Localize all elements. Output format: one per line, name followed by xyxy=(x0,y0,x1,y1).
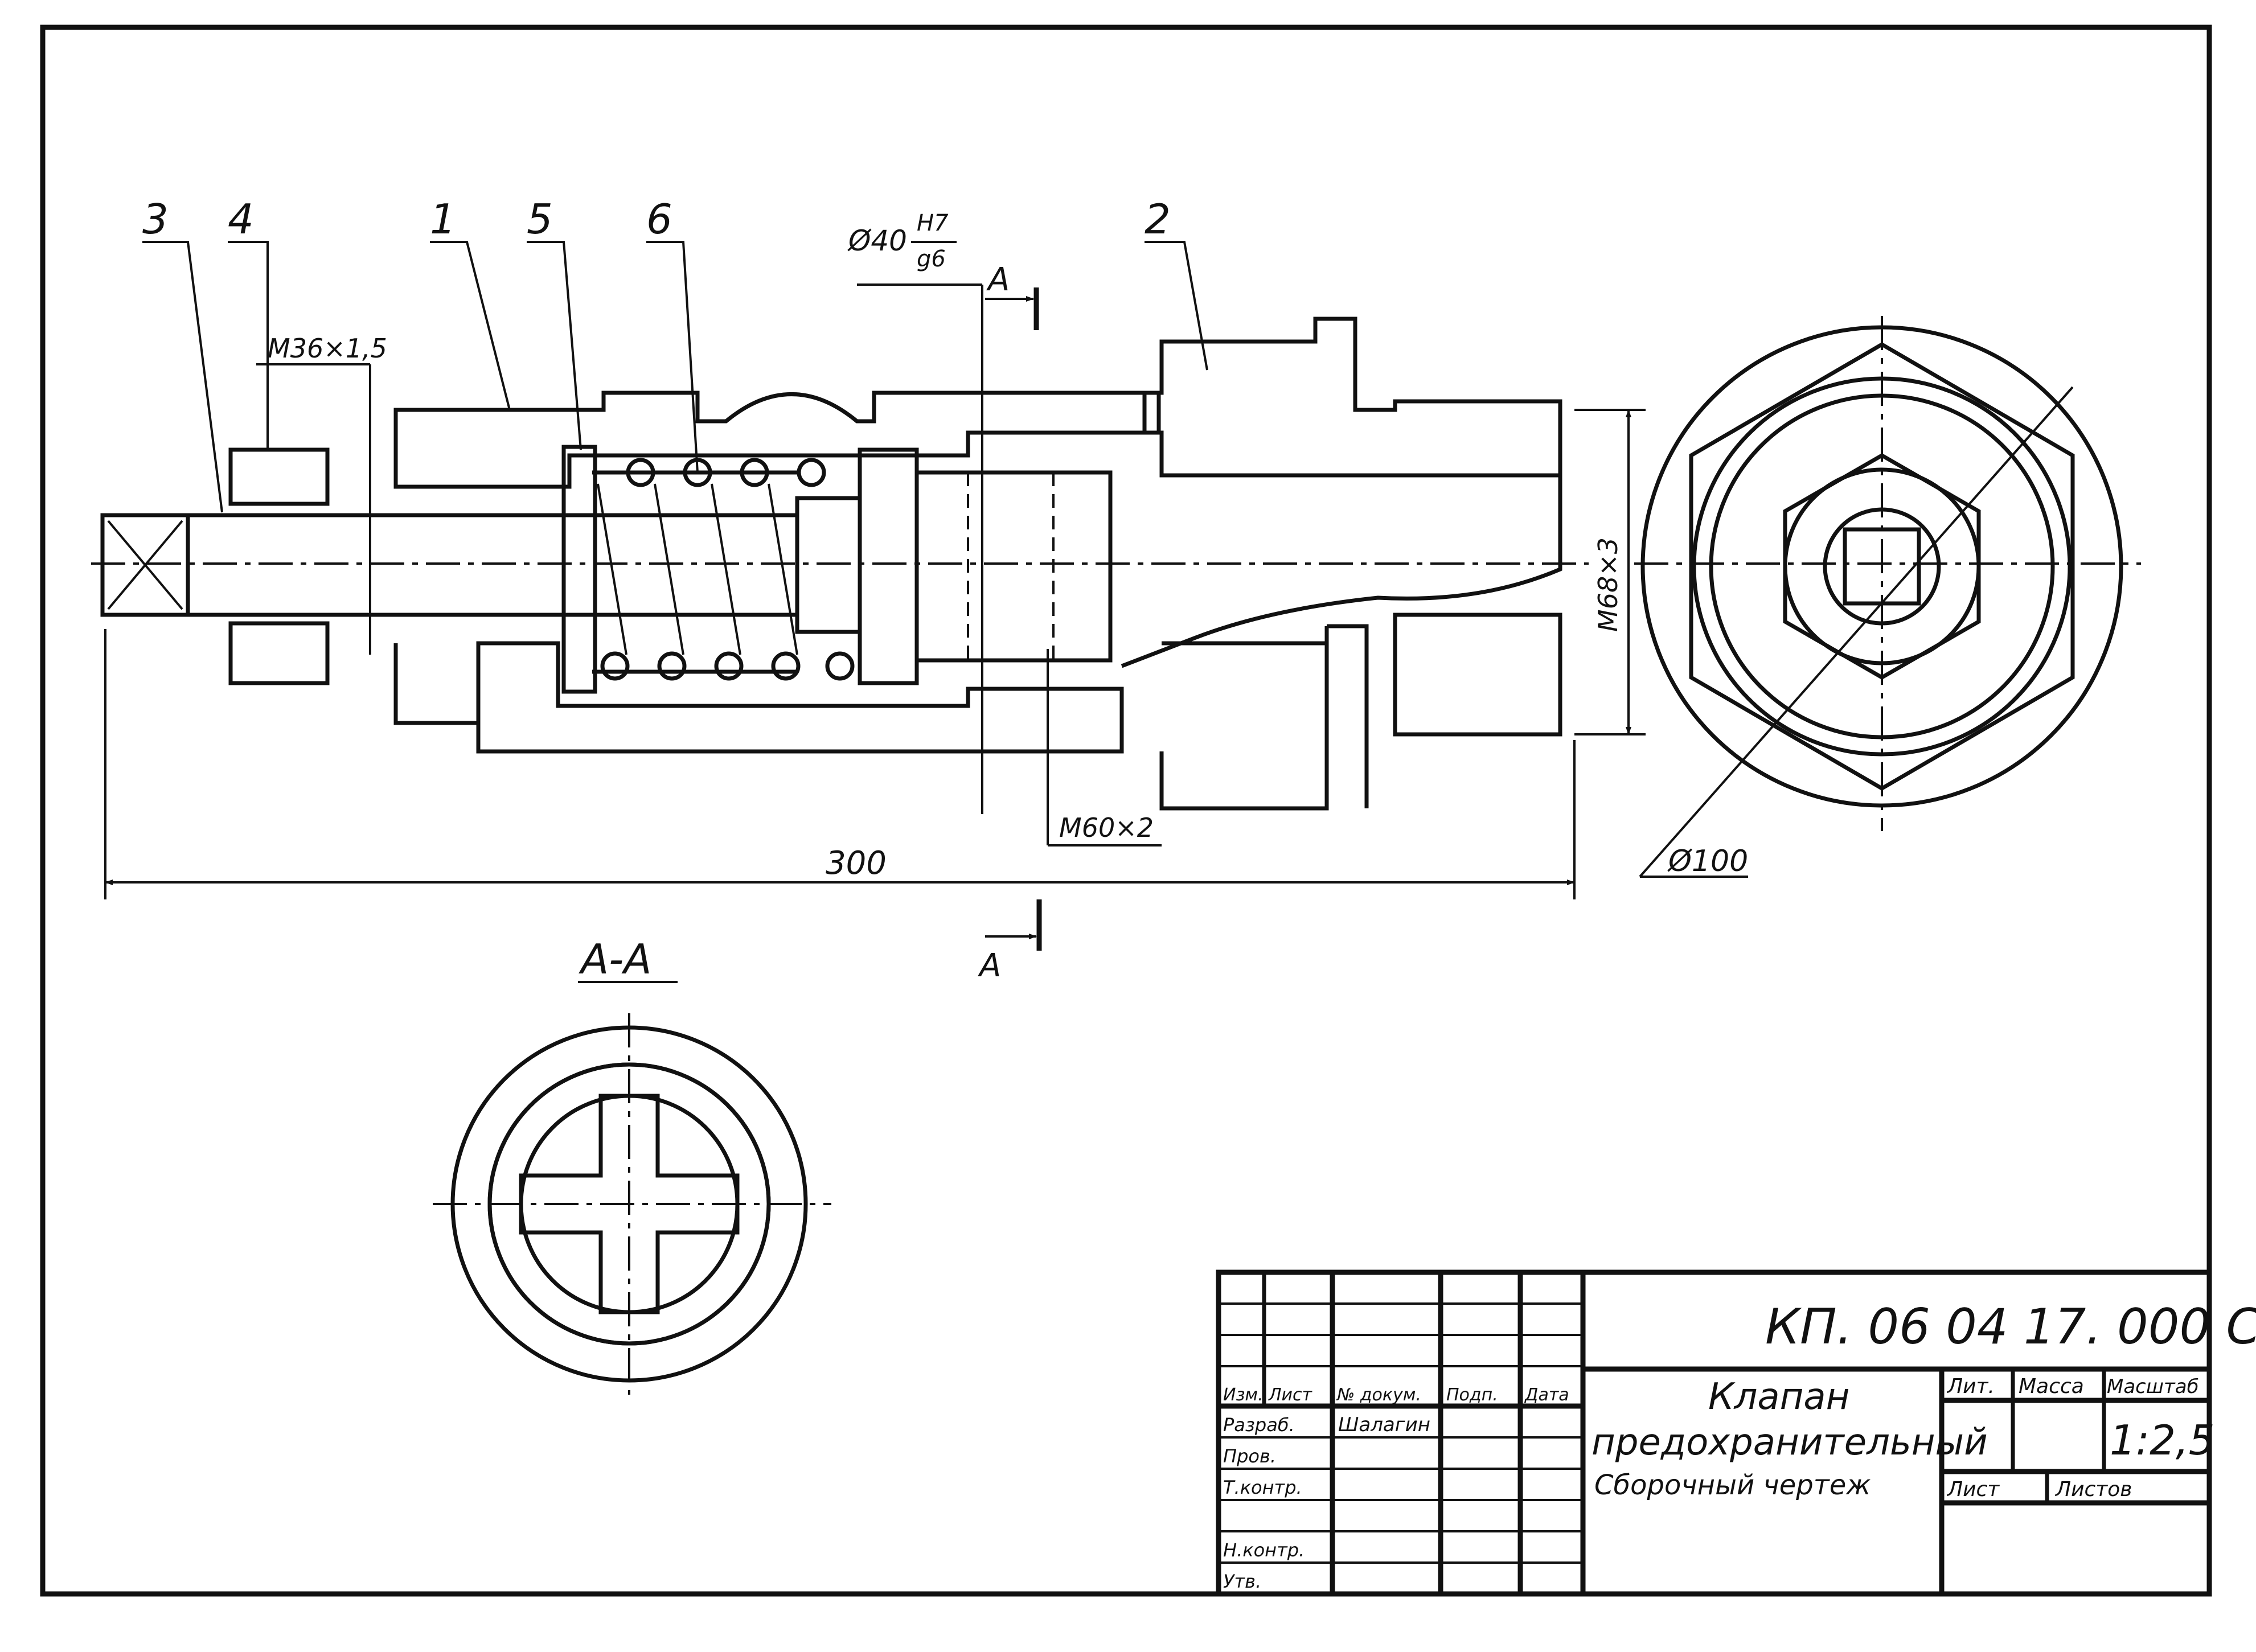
dimension-lines xyxy=(104,283,1646,899)
role-approver: Утв. xyxy=(1223,1571,1261,1592)
developer-name: Шалагин xyxy=(1338,1413,1430,1436)
position-3-label: 3 xyxy=(142,195,169,243)
role-ncontrol: Н.контр. xyxy=(1223,1539,1305,1561)
dim-fit-hole: H7 xyxy=(917,210,949,236)
document-type: Сборочный чертеж xyxy=(1594,1469,1871,1501)
role-tcontrol: Т.контр. xyxy=(1223,1477,1302,1498)
part-5-washer xyxy=(561,445,597,694)
scale-value: 1:2,5 xyxy=(2110,1416,2215,1464)
part-1-body xyxy=(393,391,1161,489)
position-6-label: 6 xyxy=(646,195,672,243)
dim-fit-shaft: g6 xyxy=(917,246,946,272)
part-4-nut xyxy=(228,447,330,506)
dim-thread-nut: M36×1,5 xyxy=(268,333,387,364)
dim-length: 300 xyxy=(826,845,887,882)
sheet-label: Лист xyxy=(1946,1478,2000,1501)
product-name-line2: предохранительный xyxy=(1591,1421,1988,1464)
hdr-list: Лист xyxy=(1268,1385,1313,1405)
hdr-doc: № докум. xyxy=(1336,1385,1421,1405)
hdr-izm: Изм. xyxy=(1223,1385,1264,1405)
position-4-label: 4 xyxy=(228,195,254,243)
role-checker: Пров. xyxy=(1223,1445,1276,1467)
position-2-label: 2 xyxy=(1145,195,1171,243)
dim-outer-dia: Ø100 xyxy=(1667,844,1748,878)
col-lit: Лит. xyxy=(1946,1375,1995,1398)
section-mark-bottom: A xyxy=(978,947,1001,984)
position-1-label: 1 xyxy=(430,195,456,243)
dim-thread-body: M68×3 xyxy=(1593,537,1623,632)
section-mark-top: A xyxy=(986,261,1010,298)
position-leaders xyxy=(142,241,1208,513)
dim-fit-dia: Ø40 xyxy=(847,224,907,257)
hdr-date: Дата xyxy=(1524,1385,1569,1405)
position-5-label: 5 xyxy=(527,195,553,243)
role-developer: Разраб. xyxy=(1223,1414,1295,1436)
col-mass: Масса xyxy=(2019,1375,2084,1398)
part-2-housing xyxy=(1142,317,1562,478)
col-scale: Масштаб xyxy=(2107,1375,2199,1398)
main-section-view xyxy=(91,317,1589,811)
product-name-line1: Клапан xyxy=(1708,1376,1849,1418)
title-block xyxy=(1216,1269,2212,1597)
sheets-label: Листов xyxy=(2054,1478,2132,1501)
dim-thread-mid: M60×2 xyxy=(1059,812,1154,843)
valve-seat xyxy=(858,447,919,685)
designation: КП. 06 04 17. 000 СБ xyxy=(1765,1298,2256,1355)
section-a-a-view xyxy=(433,1013,831,1395)
sheet-frame xyxy=(40,24,2212,1597)
part-1-body-lower xyxy=(476,641,1124,754)
part-3-spindle xyxy=(100,513,799,617)
hdr-sign: Подп. xyxy=(1446,1385,1498,1405)
section-a-a-title: А-А xyxy=(579,935,652,983)
section-marks xyxy=(985,287,1042,951)
end-view xyxy=(1634,316,2141,878)
part-6-spring xyxy=(592,458,855,681)
